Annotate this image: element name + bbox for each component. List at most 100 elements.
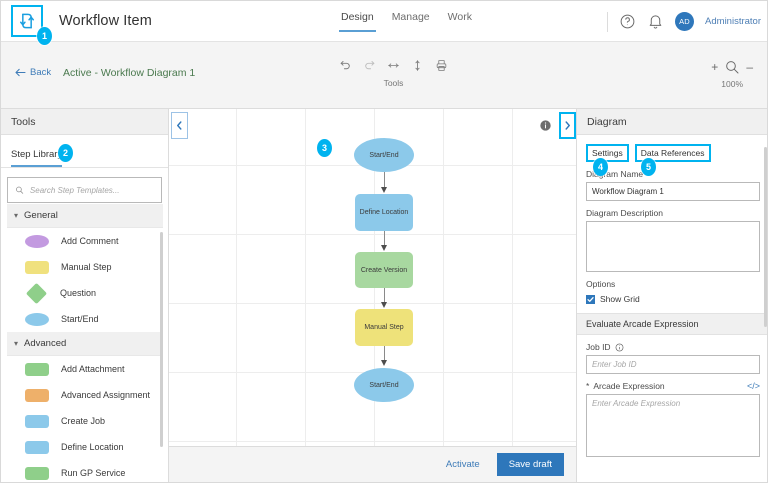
left-panel-header: Tools [1,109,168,135]
flow-node-create-version[interactable]: Create Version [355,252,413,288]
callout-badge-5: 5 [641,158,656,176]
step-item-add-attachment[interactable]: Add Attachment [7,356,163,382]
step-label: Start/End [61,314,99,324]
job-id-field[interactable] [586,355,760,374]
diagram-description-label: Diagram Description [586,208,663,218]
shape-swatch-rect [25,260,49,274]
search-input[interactable] [29,185,154,195]
right-panel-scrollbar[interactable] [764,147,767,327]
tab-step-library[interactable]: Step Library [11,149,63,167]
step-label: Manual Step [61,262,112,272]
save-draft-button[interactable]: Save draft [496,453,564,476]
step-item-advanced-assignment[interactable]: Advanced Assignment [7,382,163,408]
step-item-create-job[interactable]: Create Job [7,408,163,434]
job-id-label-wrap: Job ID [586,342,624,352]
show-grid-option[interactable]: Show Grid [586,294,767,304]
tool-icons [339,59,448,72]
node-label: Define Location [359,209,409,216]
tab-settings[interactable]: Settings [586,144,629,162]
step-item-define-location[interactable]: Define Location [7,434,163,460]
tab-manage[interactable]: Manage [391,11,430,23]
diagram-name-label: Diagram Name [586,169,644,179]
zoom-out-button[interactable]: – [746,60,753,74]
step-library-list: ▾ General Add Comment Manual Step Questi… [7,204,163,482]
workflow-logo-icon[interactable] [11,5,43,37]
main-nav-tabs: Design Manage Work [339,11,472,32]
diagram-description-textarea[interactable] [587,222,759,266]
node-label: Create Version [360,266,408,274]
options-label: Options [586,279,616,289]
step-label: Define Location [61,442,124,452]
top-right-controls: AD Administrator [607,1,761,42]
app-title: Workflow Item [59,13,152,29]
code-icon[interactable]: </> [746,381,760,391]
group-header-advanced[interactable]: ▾ Advanced [7,332,163,356]
back-button[interactable]: Back [15,67,51,78]
diagram-description-field[interactable] [586,221,760,272]
connector-line [384,231,385,246]
step-label: Run GP Service [61,468,126,478]
zoom-in-button[interactable]: + [711,60,719,74]
right-panel-tabs: Settings Data References [577,135,767,162]
step-label: Add Comment [61,236,119,246]
required-asterisk: * [586,381,590,391]
search-zoom-icon[interactable] [724,59,740,75]
info-icon[interactable] [615,343,624,352]
connector-line [384,288,385,303]
activate-button[interactable]: Activate [445,459,480,470]
tools-label: Tools [383,78,404,88]
step-item-question[interactable]: Question [7,280,163,306]
shape-swatch-diamond [25,282,48,304]
node-label: Manual Step [364,324,404,331]
search-step-templates-box[interactable] [7,177,162,203]
step-item-start-end[interactable]: Start/End [7,306,163,332]
right-panel-header: Diagram [577,109,767,135]
job-id-input[interactable] [592,360,754,369]
arcade-expression-field[interactable] [586,394,760,457]
step-item-run-gp-service[interactable]: Run GP Service [7,460,163,482]
tab-data-references[interactable]: Data References [634,144,711,162]
print-icon[interactable] [435,59,448,72]
flow-node-start-end-top[interactable]: Start/End [354,138,414,172]
shape-swatch-rect [25,362,49,376]
chevron-left-icon [177,121,182,130]
connector-line [384,172,385,188]
redo-icon[interactable] [363,59,376,72]
tools-group: Tools [339,59,448,88]
collapse-left-panel-button[interactable] [171,112,188,139]
step-item-add-comment[interactable]: Add Comment [7,228,163,254]
group-label-advanced: Advanced [24,338,67,349]
check-icon [587,296,594,302]
align-vertical-icon[interactable] [411,59,424,72]
arcade-expression-textarea[interactable] [587,395,759,451]
step-list-scrollbar[interactable] [160,232,163,447]
diagram-name-field[interactable] [586,182,760,201]
align-horizontal-icon[interactable] [387,59,400,72]
shape-swatch-rect [25,466,49,480]
top-bar: Workflow Item Design Manage Work AD Admi… [1,1,767,42]
flow-node-start-end-bottom[interactable]: Start/End [354,368,414,402]
back-label: Back [30,67,52,78]
tab-design[interactable]: Design [339,11,376,32]
shape-swatch-ellipse [25,234,49,248]
shape-swatch-rect [25,440,49,454]
step-item-manual-step[interactable]: Manual Step [7,254,163,280]
help-circle-icon[interactable] [619,13,636,30]
user-name[interactable]: Administrator [705,16,761,27]
node-label: Start/End [369,381,399,389]
avatar[interactable]: AD [675,12,695,31]
notification-bell-icon[interactable] [647,13,664,30]
info-icon[interactable] [539,119,552,132]
flow-node-define-location[interactable]: Define Location [355,194,413,231]
undo-icon[interactable] [339,59,352,72]
left-tools-panel: Tools Step Library ▾ General Add Comment… [1,109,169,482]
collapse-right-panel-button[interactable] [559,112,576,139]
shape-swatch-rect [25,414,49,428]
flow-node-manual-step[interactable]: Manual Step [355,309,413,346]
tab-work[interactable]: Work [447,11,472,23]
arcade-label-wrap: * Arcade Expression [586,381,665,391]
show-grid-checkbox[interactable] [586,294,595,304]
group-header-general[interactable]: ▾ General [7,204,163,228]
connector-arrow [380,360,387,366]
diagram-name-input[interactable] [592,187,754,196]
